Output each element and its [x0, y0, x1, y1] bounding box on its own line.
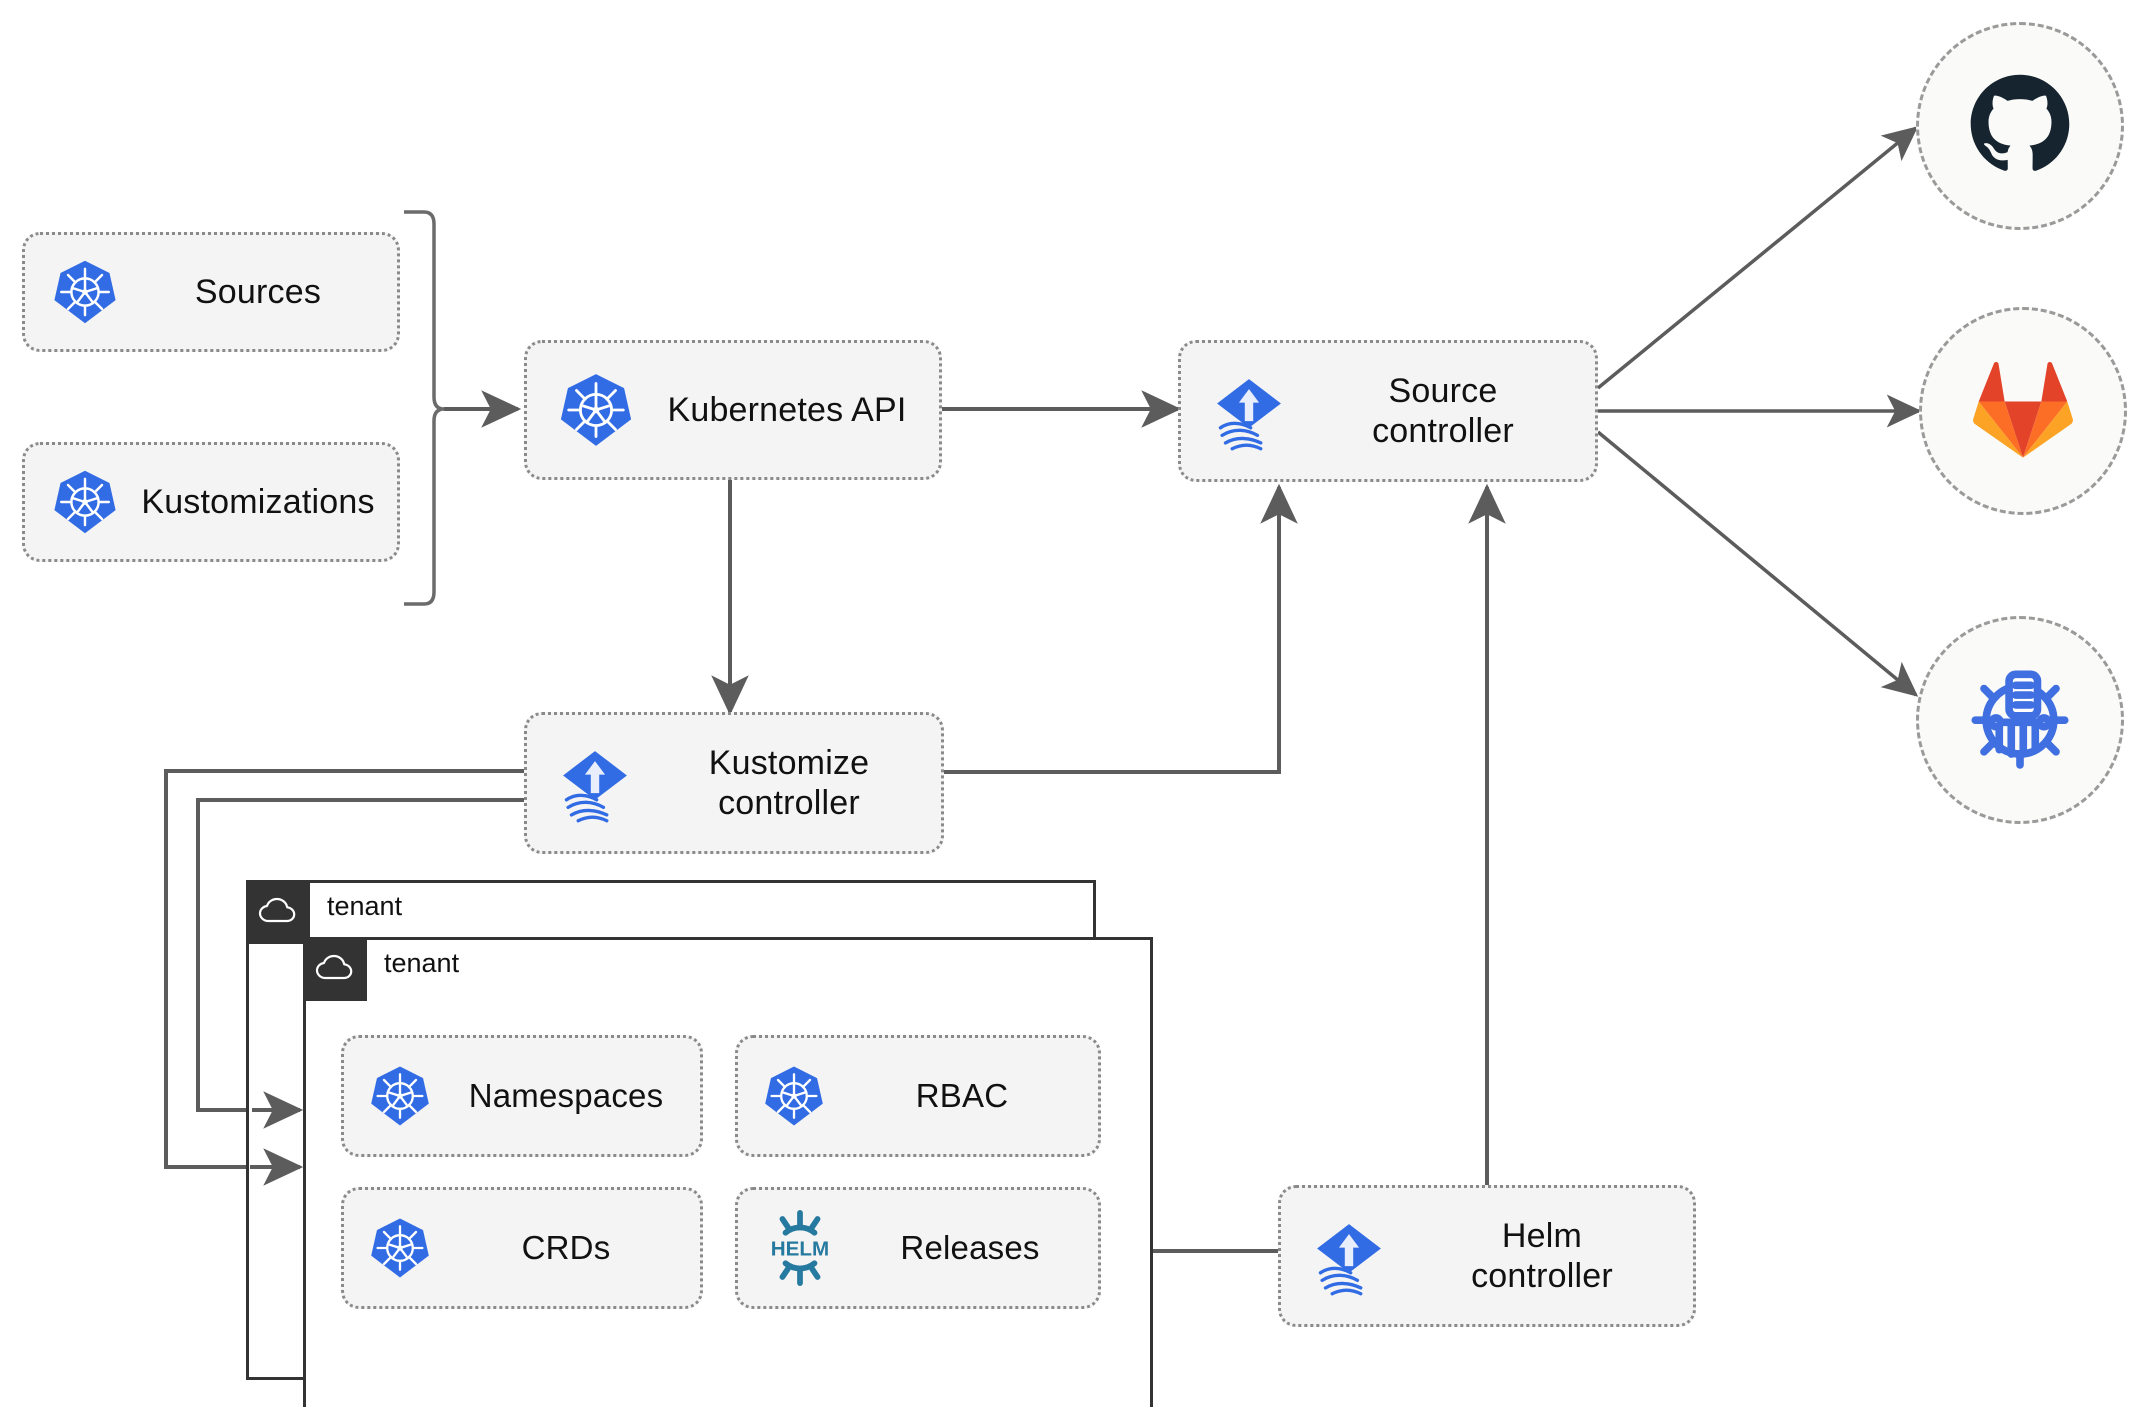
kubernetes-icon [557, 371, 635, 449]
node-source-controller[interactable]: Source controller [1178, 340, 1598, 482]
tenant-label: tenant [384, 948, 460, 978]
node-label: Kustomize controller [708, 743, 870, 822]
edge-kustomize-to-tenant-back [164, 769, 524, 1186]
cloud-icon [303, 937, 367, 1001]
edge-source-to-github [1596, 126, 1919, 390]
resource-label: Kustomizations [141, 482, 375, 521]
flux-icon [1307, 1214, 1391, 1298]
node-label: Source controller [1372, 371, 1514, 450]
kubernetes-icon [51, 258, 119, 326]
flux-icon [1207, 369, 1291, 453]
node-label: Kubernetes API [667, 390, 907, 429]
provider-gitlab[interactable] [1919, 307, 2127, 515]
edge-source-to-helm-repo [1596, 430, 1919, 697]
kubernetes-icon [51, 468, 119, 536]
tenant-resource-rbac[interactable]: RBAC [735, 1035, 1101, 1157]
provider-helm-repository[interactable] [1916, 616, 2124, 824]
tenant-resource-namespaces[interactable]: Namespaces [341, 1035, 703, 1157]
tenant-label: tenant [327, 891, 403, 921]
tenant-container-front[interactable]: tenant [303, 937, 1153, 1407]
helm-icon: HELM [758, 1209, 842, 1287]
tenant-resource-label: RBAC [915, 1076, 1009, 1114]
node-label: Helm controller [1471, 1216, 1613, 1295]
gitlab-icon [1969, 357, 2077, 466]
kubernetes-icon [368, 1064, 432, 1128]
node-helm-controller[interactable]: Helm controller [1278, 1185, 1696, 1327]
cloud-icon [246, 880, 310, 944]
kubernetes-icon [762, 1064, 826, 1128]
tenant-resource-label: Namespaces [468, 1076, 664, 1114]
helm-repo-icon [1960, 660, 2080, 781]
tenant-resource-crds[interactable]: CRDs [341, 1187, 703, 1309]
svg-text:HELM: HELM [771, 1238, 829, 1261]
github-icon [1964, 68, 2076, 185]
resource-node-kustomizations[interactable]: Kustomizations [22, 442, 400, 562]
node-kustomize-controller[interactable]: Kustomize controller [524, 712, 944, 854]
provider-github[interactable] [1916, 22, 2124, 230]
tenant-resource-label: CRDs [521, 1228, 611, 1266]
tenant-resource-releases[interactable]: HELM Releases [735, 1187, 1101, 1309]
flux-icon [553, 741, 637, 825]
resource-node-sources[interactable]: Sources [22, 232, 400, 352]
tenant-resource-label: Releases [900, 1228, 1040, 1266]
edge-kustomize-to-source [942, 483, 1298, 774]
resource-label: Sources [194, 272, 322, 311]
kubernetes-icon [368, 1216, 432, 1280]
